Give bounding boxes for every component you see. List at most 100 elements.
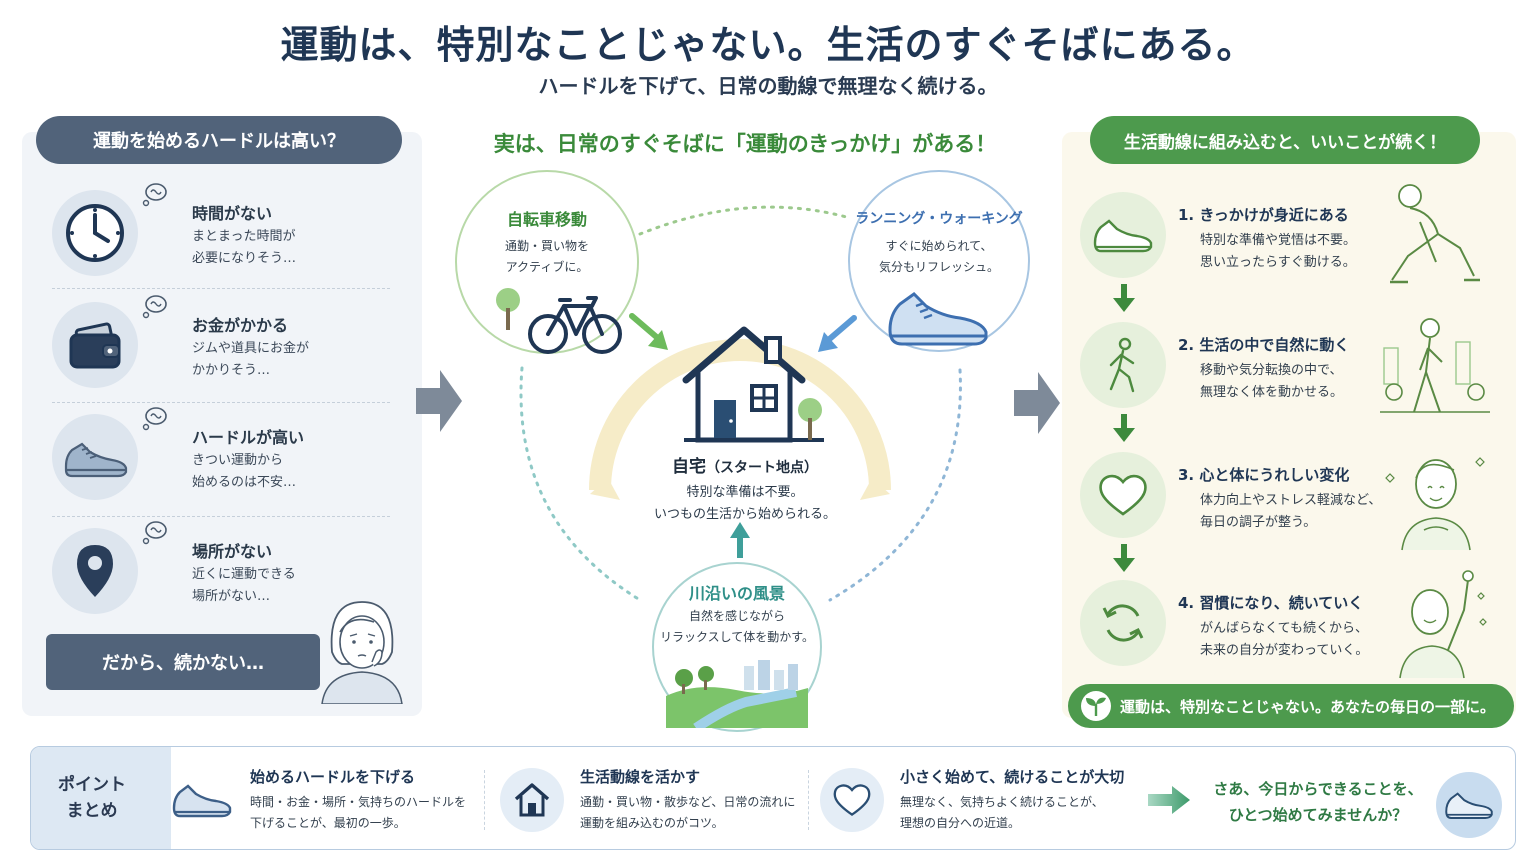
sprout-icon [1081, 691, 1111, 721]
thought-bubble-icon [142, 295, 167, 319]
house-icon [500, 768, 564, 832]
benefit-desc-line: 特別な準備や覚悟は不要。 [1200, 233, 1357, 248]
benefit-desc-line: 移動や気分転換の中で、 [1200, 363, 1343, 378]
home-title-sub: （スタート地点） [706, 460, 818, 476]
divider [52, 516, 390, 517]
home-desc-line: いつもの生活から始められる。 [653, 507, 836, 522]
walking-person-icon [1080, 322, 1166, 408]
home-desc-line: 特別な準備は不要。 [686, 485, 804, 500]
obstacle-title: 場所がない [192, 542, 273, 561]
worried-person-illustration [321, 601, 403, 704]
obstacle-desc-line: まとまった時間が [192, 229, 296, 244]
wallet-icon [52, 302, 138, 388]
obstacles-conclusion: だから、続かない… [46, 634, 320, 690]
house-icon [682, 326, 824, 443]
bike-node-title: 自転車移動 [506, 210, 587, 229]
obstacle-desc-line: 場所がない… [192, 589, 271, 604]
summary-point-desc-line: 無理なく、気持ちよく続けることが、 [900, 795, 1104, 809]
cta-line: さあ、今日からできることを、 [1213, 780, 1423, 798]
benefits-footer: 運動は、特別なことじゃない。あなたの毎日の一部に。 [1068, 684, 1514, 728]
summary-bar [30, 746, 1516, 850]
benefit-title: 2. 生活の中で自然に動く [1178, 336, 1350, 354]
benefit-title: 3. 心と体にうれしい変化 [1178, 466, 1350, 484]
divider [52, 288, 390, 289]
person-tying-shoe-illustration [1390, 184, 1480, 284]
heart-icon [820, 768, 884, 832]
arrow-up-icon [730, 522, 750, 558]
shoe-icon [52, 414, 138, 500]
river-node-desc-line: リラックスして体を動かす。 [659, 630, 815, 644]
summary-point-desc-line: 運動を組み込むのがコツ。 [580, 816, 724, 830]
summary-point-desc-line: 時間・お金・場所・気持ちのハードルを [250, 795, 467, 809]
run-node-title: ランニング・ウォーキング [855, 211, 1023, 227]
summary-label: ポイントまとめ [40, 772, 144, 824]
thought-bubble-icon [142, 407, 167, 431]
summary-point: 始めるハードルを下げる 時間・お金・場所・気持ちのハードルを下げることが、最初の… [170, 756, 480, 840]
arrow-down-icon [1113, 284, 1135, 312]
summary-point-desc-line: 通勤・買い物・散歩など、日常の流れに [580, 795, 796, 809]
obstacle-money: お金がかかる ジムや道具にお金がかかりそう… [52, 294, 392, 398]
divider [484, 770, 485, 830]
benefit-item: 3. 心と体にうれしい変化 体力向上やストレス軽減など、毎日の調子が整う。 [1080, 452, 1500, 551]
obstacle-hurdle: ハードルが高い きつい運動から始めるのは不安… [52, 406, 392, 510]
divider [52, 402, 390, 403]
cheering-person-illustration [1399, 570, 1487, 679]
obstacle-title: 時間がない [192, 204, 273, 223]
benefit-item: 1. きっかけが身近にある 特別な準備や覚悟は不要。思い立ったらすぐ動ける。 [1080, 184, 1500, 284]
divider [808, 770, 809, 830]
heart-icon [1080, 452, 1166, 538]
arrow-right-icon [416, 370, 462, 432]
benefit-desc-line: 未来の自分が変わっていく。 [1200, 643, 1369, 658]
run-node-desc-line: すぐに始められて、 [885, 239, 993, 253]
obstacle-time: 時間がない まとまった時間が必要になりそう… [52, 182, 392, 286]
river-landscape-icon [666, 660, 808, 728]
summary-point-title: 小さく始めて、続けることが大切 [900, 768, 1125, 786]
obstacle-desc-line: きつい運動から [192, 453, 284, 468]
cta-line: ひとつ始めてみませんか？ [1228, 806, 1408, 824]
obstacle-place: 場所がない 近くに運動できる場所がない… [52, 520, 392, 624]
walking-person-illustration [1380, 318, 1490, 413]
page-subtitle: ハードルを下げて、日常の動線で無理なく続ける。 [538, 74, 998, 98]
obstacle-desc-line: 近くに運動できる [192, 567, 296, 582]
call-to-action: さあ、今日からできることを、ひとつ始めてみませんか？ [1204, 776, 1432, 828]
benefit-desc-line: 無理なく体を動かせる。 [1200, 385, 1344, 400]
benefit-title: 4. 習慣になり、続いていく [1178, 594, 1364, 612]
summary-point-title: 生活動線を活かす [580, 768, 701, 786]
obstacle-desc-line: かかりそう… [192, 363, 271, 378]
obstacle-title: お金がかかる [192, 316, 289, 335]
river-node-title: 川沿いの風景 [688, 584, 785, 603]
obstacle-title: ハードルが高い [192, 428, 305, 447]
arrow-to-home-icon [818, 315, 857, 352]
benefit-desc-line: がんばらなくても続くから、 [1200, 621, 1368, 636]
arrow-down-icon [1113, 414, 1135, 442]
arrow-to-home-icon [629, 313, 668, 350]
shoe-icon [170, 768, 234, 832]
running-shoe-icon [888, 292, 988, 346]
shoe-icon [1436, 772, 1502, 838]
obstacle-desc-line: 始めるのは不安… [192, 475, 297, 490]
benefit-title: 1. きっかけが身近にある [1178, 206, 1349, 224]
cycle-arrows-icon [1080, 580, 1166, 666]
summary-label-line: まとめ [66, 801, 118, 821]
arrow-right-icon [1148, 786, 1190, 814]
thought-bubble-icon [142, 183, 167, 207]
bike-node-desc-line: アクティブに。 [505, 260, 589, 274]
river-node-desc-line: 自然を感じながら [688, 609, 785, 623]
summary-point-desc-line: 理想の自分への近道。 [900, 816, 1021, 830]
shoe-icon [1080, 192, 1166, 278]
bicycle-icon [496, 288, 622, 354]
benefit-desc-line: 思い立ったらすぐ動ける。 [1200, 255, 1356, 270]
benefit-desc-line: 毎日の調子が整う。 [1200, 515, 1317, 530]
benefits-footer-text: 運動は、特別なことじゃない。あなたの毎日の一部に。 [1120, 697, 1496, 716]
obstacle-desc-line: ジムや道具にお金が [192, 341, 310, 356]
benefit-item: 2. 生活の中で自然に動く 移動や気分転換の中で、無理なく体を動かせる。 [1080, 318, 1500, 413]
run-node-desc-line: 気分もリフレッシュ。 [878, 260, 999, 274]
page-title: 運動は、特別なことじゃない。生活のすぐそばにある。 [280, 23, 1256, 67]
thought-bubble-icon [142, 521, 167, 545]
arrow-down-icon [1113, 544, 1135, 572]
location-pin-icon [52, 528, 138, 614]
arrow-right-icon [1014, 372, 1060, 434]
summary-point-title: 始めるハードルを下げる [250, 768, 416, 786]
connector-lines [519, 205, 962, 602]
center-heading: 実は、日常のすぐそばに「運動のきっかけ」がある！ [493, 132, 997, 156]
